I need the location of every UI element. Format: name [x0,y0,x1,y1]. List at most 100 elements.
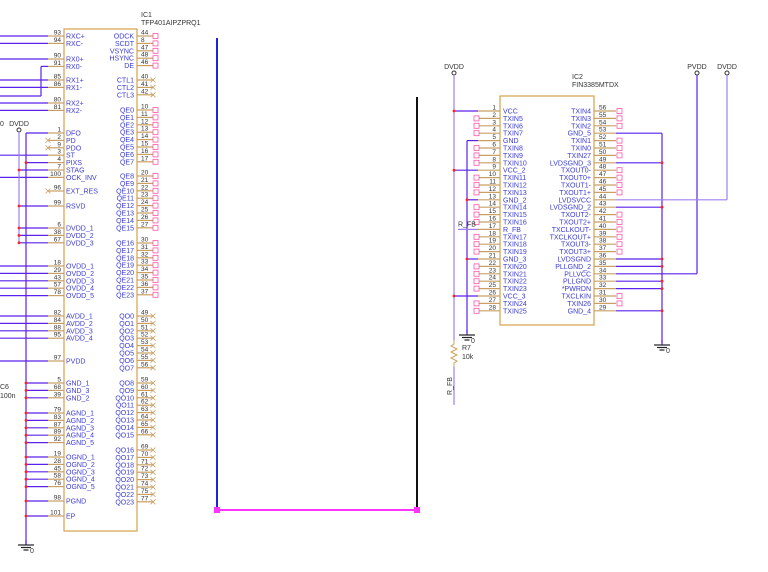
pin-label: R_FB [503,227,521,234]
pin-label: DVDD_1 [66,226,94,233]
pin-label: HSYNC [109,56,134,63]
pin-label: QO16 [115,448,134,455]
pin-label: GND_3 [66,388,89,395]
pin-label: QO15 [115,432,134,439]
unconnected-port-icon [616,167,623,174]
power-port-icon [724,70,730,76]
ic2-part-number: FIN3385MTDX [572,82,619,89]
pin-number: 12 [141,118,149,125]
pin-label: PLLGND [563,279,591,286]
pin-label: RX2+ [66,101,84,108]
pin-number: 32 [141,251,149,258]
pin-number: 50 [599,149,607,156]
no-connect-icon [150,432,156,438]
unconnected-port-icon [616,174,623,181]
no-connect-icon [150,92,156,98]
unconnected-port-icon [473,219,480,225]
junction-dot [24,419,28,422]
pin-number: 44 [141,30,149,37]
pin-number: 36 [599,253,607,260]
pin-number: 2 [57,134,61,141]
pin-label: QO12 [115,410,134,417]
pin-label: AGND_3 [66,425,94,432]
pin-label: OCK_INV [66,175,97,182]
junction-dot [24,477,28,481]
pin-number: 71 [141,458,149,465]
unconnected-port-icon [473,233,480,240]
unconnected-port-icon [473,285,480,292]
pin-number: 40 [141,74,149,81]
pin-label: TXIN19 [503,249,527,256]
pin-label: RX0+ [66,57,84,64]
pin-label: QO20 [115,477,134,484]
pin-number: 77 [141,495,149,502]
no-connect-icon [150,454,156,461]
pin-label: TXIN17 [503,234,527,241]
no-connect-icon [150,402,156,408]
pin-label: AVDD_3 [66,328,93,335]
pin-label: QO6 [119,358,134,365]
unconnected-port-icon [473,189,480,196]
pin-label: SCDT [115,41,135,48]
pin-number: 30 [141,237,149,244]
unconnected-port-icon [473,174,480,181]
no-connect-icon [150,342,156,349]
pin-label: TXIN15 [503,212,527,219]
unconnected-port-icon [473,159,480,166]
unconnected-port-icon [152,284,159,291]
pin-number: 4 [492,127,496,134]
pin-number: 78 [54,289,62,296]
junction-dot [465,198,469,202]
no-connect-icon [150,484,156,490]
pin-number: 20 [141,170,149,177]
pin-label: VSYNC [110,48,134,55]
pin-number: 45 [599,186,607,193]
pin-label: TXIN3 [571,116,591,123]
unconnected-port-icon [616,233,623,240]
no-connect-icon [150,84,156,91]
unconnected-port-icon [152,277,159,283]
pin-label: VCC [503,109,518,116]
pin-label: RX1- [66,85,83,92]
pin-label: QO0 [119,314,134,321]
pin-number: 10 [141,104,149,111]
pin-number: 51 [599,142,607,149]
power-port-icon [451,70,457,76]
unconnected-port-icon [473,248,480,255]
pin-label: RXC- [66,41,84,48]
pin-label: TXIN5 [503,116,523,123]
junction-dot [17,226,21,230]
unconnected-port-icon [616,182,623,188]
junction-dot [660,279,664,283]
pin-number: 68 [54,384,62,391]
pin-number: 57 [54,282,62,289]
pin-number: 13 [141,126,149,133]
pin-number: 3 [492,119,496,126]
ic1-part-number: TFP401AIPZPRQ1 [141,20,201,27]
unconnected-port-icon [152,240,159,246]
unconnected-port-icon [152,187,159,194]
junction-dot [24,485,28,488]
pin-number: 16 [489,216,497,223]
pin-number: 76 [54,480,62,487]
pin-label: LVDSVCC [558,197,591,204]
no-connect-icon [150,320,156,327]
pin-number: 27 [141,221,149,228]
pin-number: 6 [492,142,496,149]
no-connect-icon [150,335,156,341]
pin-number: 39 [599,230,607,237]
pin-number: 65 [141,421,149,428]
pin-number: 45 [54,465,62,472]
bus-endpoint [414,507,420,513]
pin-number: 12 [489,186,497,193]
unconnected-port-icon [152,33,159,39]
no-connect-icon [45,137,51,144]
pin-label: QE23 [116,292,134,299]
pin-number: 86 [54,81,62,88]
pin-number: 21 [141,177,149,184]
unconnected-port-icon [616,108,623,114]
pin-label: TXCLKOUT+ [550,234,591,241]
pin-label: QO14 [115,425,134,432]
junction-dot [24,396,28,400]
pin-label: QO22 [115,492,134,499]
